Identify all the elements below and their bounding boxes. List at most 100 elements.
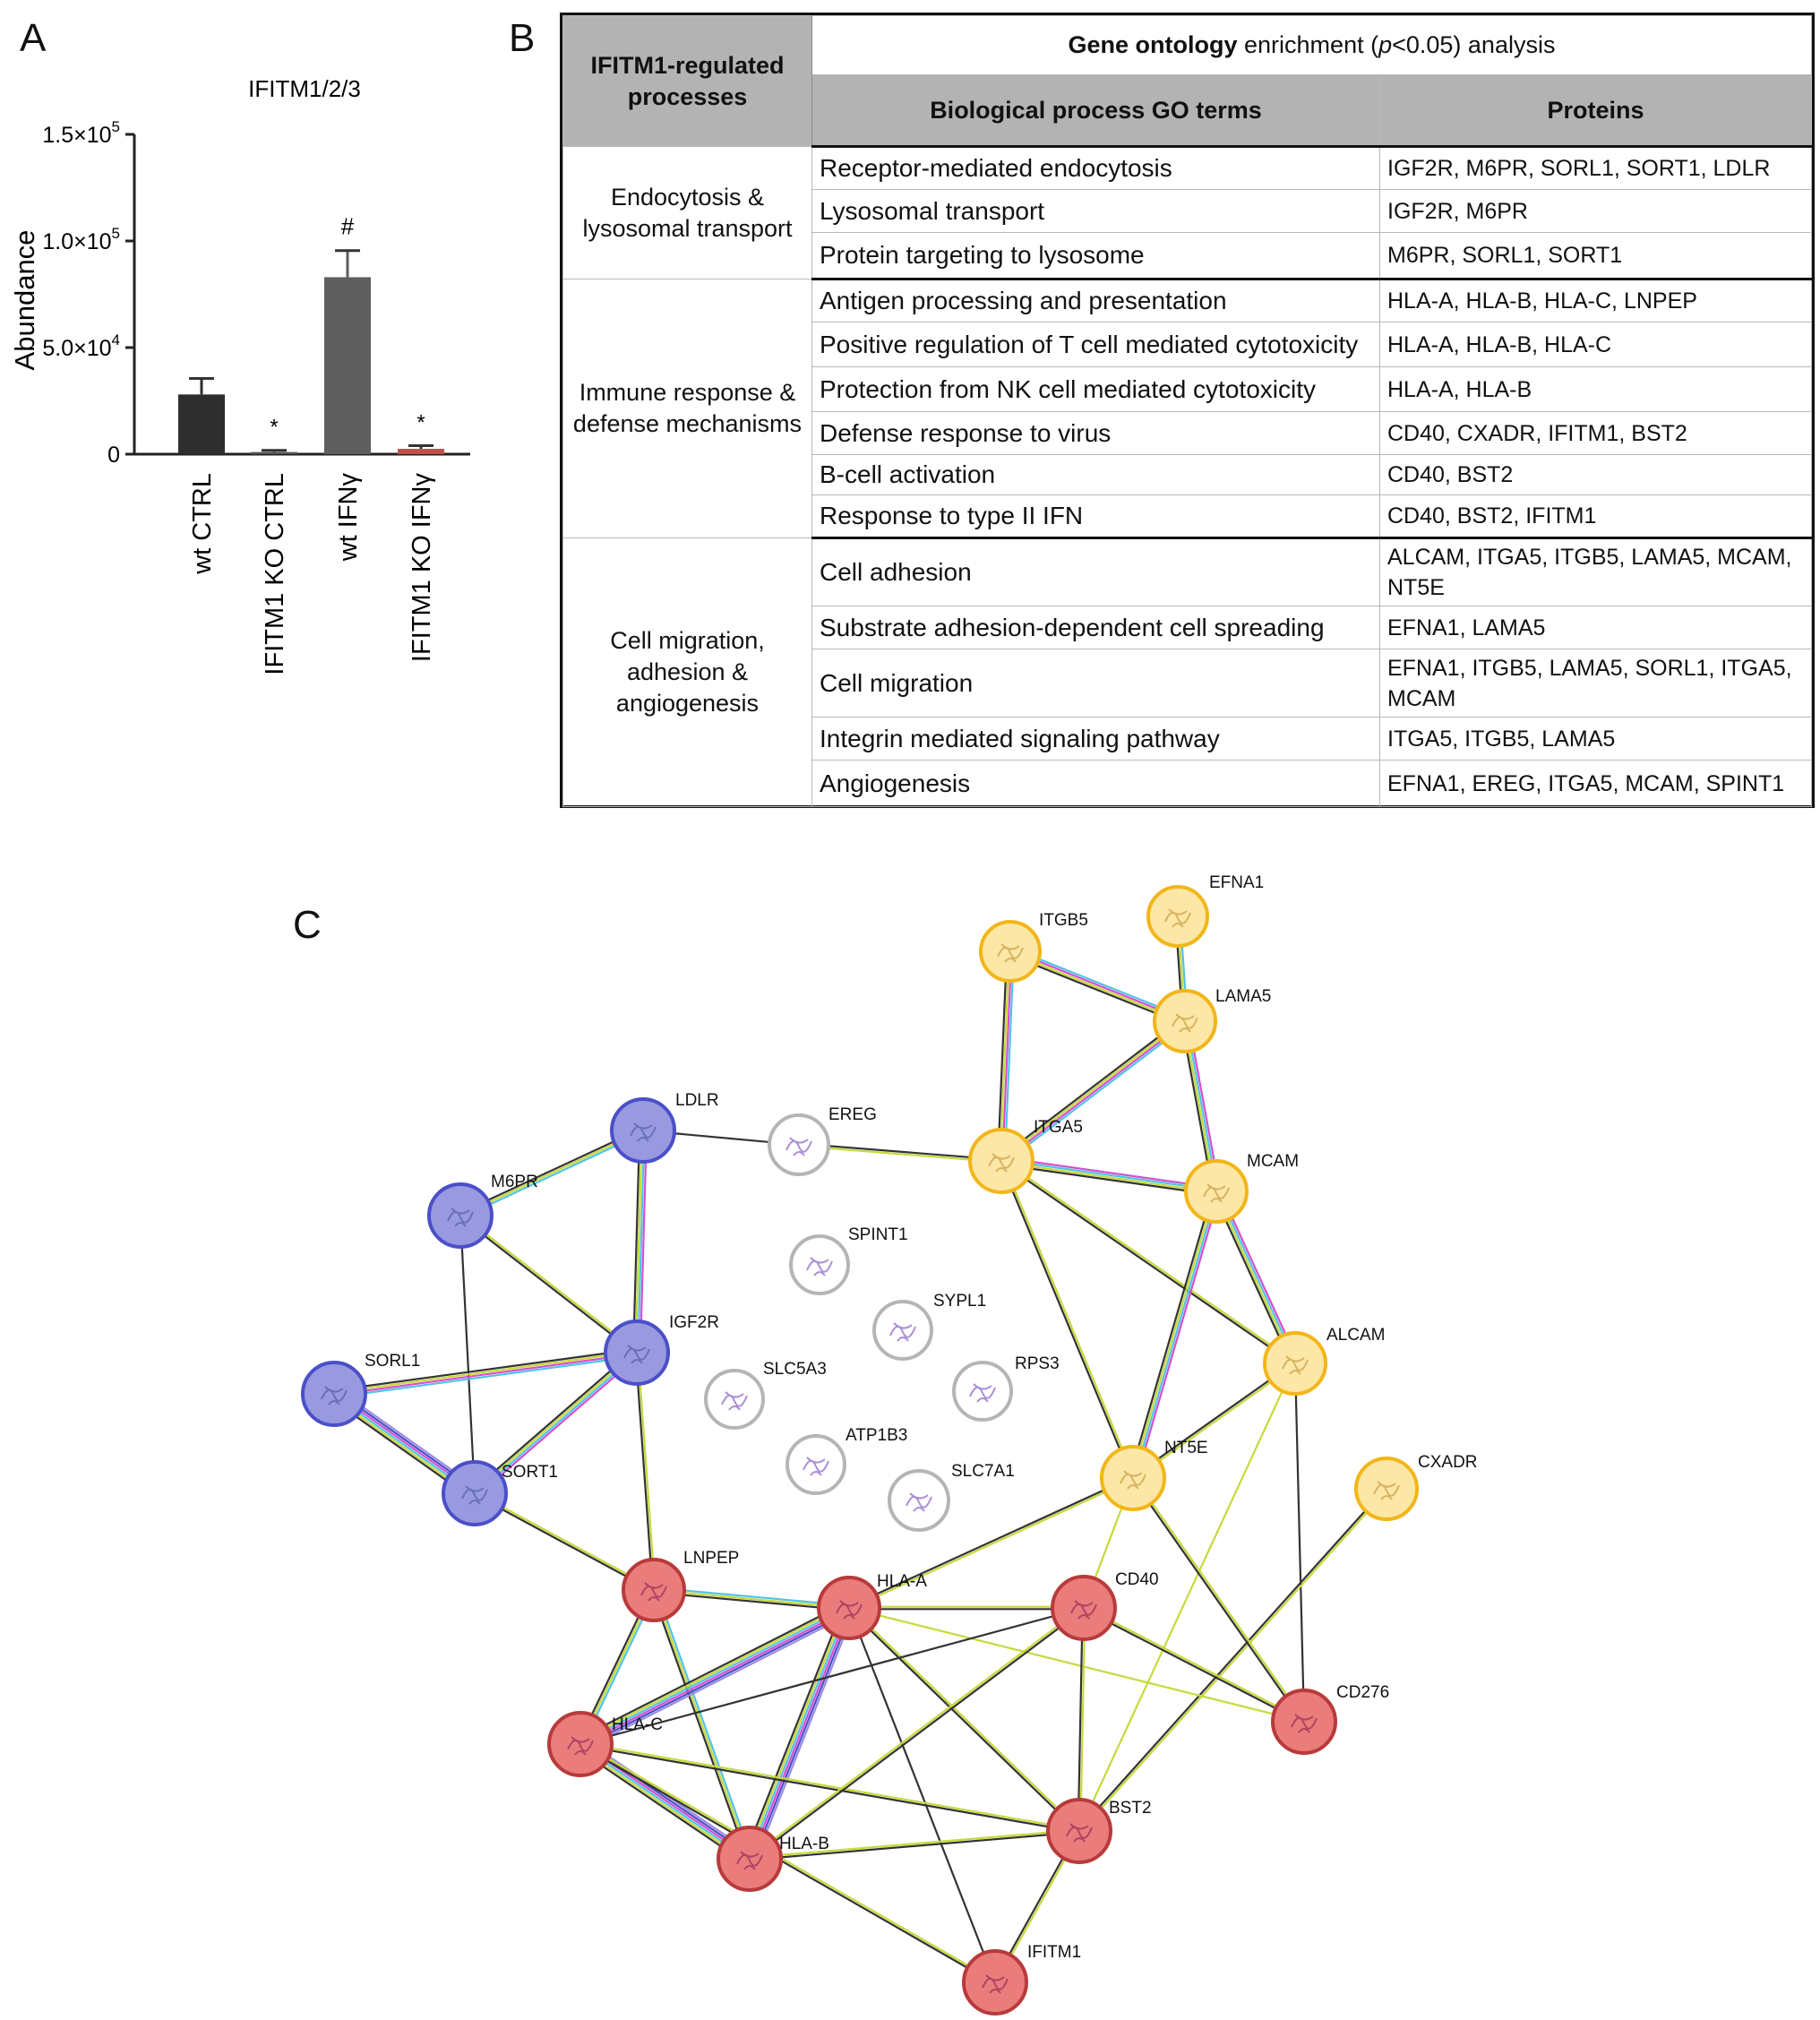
node-cd276[interactable]: CD276	[1271, 1683, 1389, 1755]
proteins-cell: IGF2R, M6PR	[1379, 189, 1812, 233]
node-label: LAMA5	[1215, 987, 1271, 1006]
go-term-cell: Antigen processing and presentation	[811, 279, 1380, 322]
header-go-p: p	[1378, 31, 1393, 58]
node-alcam[interactable]: ALCAM	[1263, 1326, 1385, 1396]
node-nt5e[interactable]: NT5E	[1100, 1439, 1208, 1511]
node-atp1b3[interactable]: ATP1B3	[786, 1426, 907, 1495]
node-label: RPS3	[1015, 1354, 1060, 1373]
node-label: ITGA5	[1034, 1118, 1083, 1137]
process-cell: Cell migration, adhesion & angiogenesis	[562, 537, 812, 807]
table-row: Substrate adhesion-dependent cell spread…	[563, 606, 1812, 649]
table-header-go-terms: Biological process GO terms	[811, 74, 1380, 148]
bar-chart: IFITM1/2/3 Abundance 05.0×1041.0×1051.5×…	[9, 75, 470, 675]
proteins-cell: EFNA1, LAMA5	[1379, 606, 1812, 649]
node-label: ATP1B3	[846, 1426, 907, 1445]
edge-LDLR-M6PR	[458, 1127, 646, 1219]
node-slc5a3[interactable]: SLC5A3	[704, 1360, 827, 1430]
protein-structure-icon	[736, 1851, 763, 1870]
go-term-cell: Cell migration	[811, 649, 1380, 718]
node-ldlr[interactable]: LDLR	[610, 1091, 719, 1164]
node-lama5[interactable]: LAMA5	[1153, 987, 1271, 1053]
edge-IGF2R-LNPEP	[634, 1351, 657, 1592]
node-spint1[interactable]: SPINT1	[789, 1225, 908, 1295]
panel-label-b: B	[509, 16, 536, 60]
go-term-cell: Angiogenesis	[811, 760, 1380, 807]
node-itgb5[interactable]: ITGB5	[979, 911, 1088, 983]
node-hla-a[interactable]: HLA-A	[817, 1572, 927, 1640]
process-cell: Immune response & defense mechanisms	[562, 279, 812, 538]
protein-structure-icon	[836, 1600, 863, 1620]
protein-structure-icon	[803, 1457, 829, 1476]
bar	[398, 449, 444, 454]
node-lnpep[interactable]: LNPEP	[622, 1549, 739, 1622]
bar	[251, 451, 297, 454]
edge-LDLR-IGF2R	[632, 1129, 648, 1354]
node-label: HLA-B	[779, 1835, 829, 1853]
edge-LAMA5-ITGA5	[998, 1017, 1189, 1165]
node-label: SYPL1	[933, 1292, 986, 1311]
proteins-cell: M6PR, SORL1, SORT1	[1379, 232, 1812, 280]
node-ereg[interactable]: EREG	[768, 1105, 877, 1176]
proteins-cell: CD40, BST2, IFITM1	[1379, 494, 1812, 539]
node-label: LDLR	[675, 1091, 719, 1110]
x-tick-label: IFITM1 KO CTRL	[261, 473, 289, 675]
y-tick-label: 1.0×105	[42, 225, 120, 254]
node-cxadr[interactable]: CXADR	[1354, 1453, 1478, 1521]
node-hla-b[interactable]: HLA-B	[717, 1826, 829, 1892]
x-tick-label: wt CTRL	[188, 473, 217, 575]
chart-bars: *#*	[178, 213, 444, 454]
y-tick-label: 0	[107, 443, 120, 468]
y-tick-label: 1.5×105	[42, 118, 120, 148]
node-igf2r[interactable]: IGF2R	[604, 1313, 719, 1386]
node-rps3[interactable]: RPS3	[952, 1354, 1060, 1422]
protein-structure-icon	[906, 1492, 932, 1512]
edge-IGF2R-SORL1	[332, 1348, 639, 1398]
node-label: CD276	[1336, 1683, 1389, 1702]
edge-HLA-A-BST2	[846, 1605, 1082, 1834]
node-label: IFITM1	[1027, 1943, 1081, 1962]
node-m6pr[interactable]: M6PR	[427, 1173, 538, 1249]
edge-HLA-A-IFITM1	[847, 1606, 997, 1984]
protein-structure-icon	[1282, 1355, 1309, 1375]
protein-structure-icon	[1291, 1714, 1318, 1733]
node-label: MCAM	[1247, 1152, 1299, 1171]
header-go-rest-a: enrichment (	[1237, 31, 1379, 58]
node-slc7a1[interactable]: SLC7A1	[888, 1462, 1015, 1532]
node-itga5[interactable]: ITGA5	[968, 1118, 1083, 1194]
protein-structure-icon	[1066, 1823, 1093, 1843]
node-sort1[interactable]: SORT1	[442, 1460, 558, 1526]
go-term-cell: B-cell activation	[811, 454, 1380, 495]
protein-structure-icon	[1070, 1600, 1097, 1620]
node-bst2[interactable]: BST2	[1046, 1798, 1152, 1864]
node-label: HLA-C	[612, 1715, 663, 1734]
edge-ITGA5-NT5E	[999, 1159, 1136, 1480]
node-sypl1[interactable]: SYPL1	[872, 1292, 986, 1361]
table-header-processes: IFITM1-regulated processes	[562, 15, 812, 147]
node-label: SORL1	[365, 1352, 420, 1371]
edge-NT5E-HLA-A	[847, 1475, 1135, 1611]
significance-mark: *	[416, 410, 425, 434]
header-processes-text: IFITM1-regulated processes	[590, 51, 785, 110]
edge-HLA-A-HLA-B	[743, 1604, 856, 1862]
edge-HLA-C-CD40	[579, 1606, 1086, 1746]
node-efna1[interactable]: EFNA1	[1146, 873, 1264, 948]
node-cd40[interactable]: CD40	[1051, 1570, 1159, 1641]
edge-LNPEP-HLA-A	[652, 1586, 851, 1612]
node-mcam[interactable]: MCAM	[1184, 1152, 1299, 1224]
node-sorl1[interactable]: SORL1	[301, 1352, 420, 1427]
go-term-cell: Cell adhesion	[811, 537, 1380, 606]
table-row: Positive regulation of T cell mediated c…	[563, 322, 1812, 367]
go-term-cell: Protection from NK cell mediated cytotox…	[811, 366, 1380, 412]
edge-M6PR-SORT1	[459, 1214, 476, 1495]
table-header-proteins: Proteins	[1379, 74, 1812, 148]
node-ifitm1[interactable]: IFITM1	[962, 1943, 1081, 2016]
node-label: BST2	[1109, 1799, 1152, 1818]
node-hla-c[interactable]: HLA-C	[547, 1711, 663, 1777]
node-label: EREG	[828, 1105, 877, 1124]
